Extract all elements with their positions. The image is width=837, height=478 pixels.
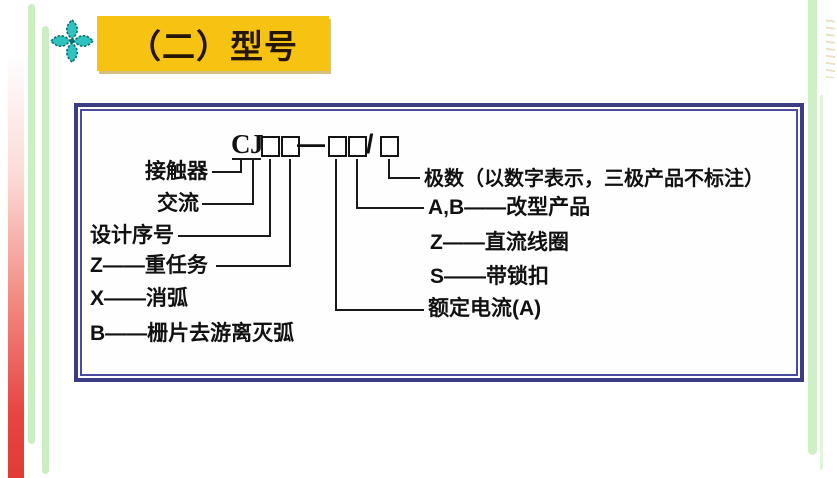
code-box-rated-current bbox=[328, 136, 347, 157]
left-green-stripe-inner bbox=[42, 26, 49, 474]
label-arc-extinguishing: X——消弧 bbox=[90, 287, 189, 310]
code-box-poles bbox=[380, 136, 399, 157]
title-banner: （二）型号 bbox=[97, 16, 329, 71]
left-red-stripe bbox=[8, 52, 24, 478]
diagram-frame-inner-border bbox=[80, 109, 798, 376]
label-contactor: 接触器 bbox=[145, 160, 208, 183]
page-title: （二）型号 bbox=[128, 27, 298, 65]
label-design-serial: 设计序号 bbox=[90, 224, 174, 247]
label-rated-current: 额定电流(A) bbox=[428, 297, 542, 320]
code-dash: — bbox=[297, 128, 325, 159]
label-latch: S——带锁扣 bbox=[430, 265, 550, 288]
diagram-frame bbox=[74, 103, 804, 382]
code-box-duty-suffix bbox=[281, 136, 300, 157]
code-box-design-serial bbox=[261, 136, 280, 157]
code-letter-c: C bbox=[231, 129, 251, 159]
label-heavy-duty: Z——重任务 bbox=[90, 254, 208, 277]
clover-icon bbox=[49, 18, 95, 64]
code-box-variant bbox=[348, 136, 367, 157]
label-modified-product: A,B——改型产品 bbox=[428, 196, 591, 219]
left-green-stripe-outer bbox=[28, 4, 35, 444]
code-letter-j: J bbox=[250, 129, 264, 159]
label-ac-current: 交流 bbox=[157, 192, 199, 215]
label-dc-coil: Z——直流线圈 bbox=[430, 231, 569, 254]
right-green-stripe bbox=[808, 0, 817, 455]
right-green-stripe-faint bbox=[820, 95, 823, 470]
right-edge-marks bbox=[826, 16, 835, 78]
label-pole-count: 极数（以数字表示，三极产品不标注） bbox=[424, 168, 764, 190]
code-slash: / bbox=[366, 129, 374, 159]
label-grid-deionization: B——栅片去游离灭弧 bbox=[90, 322, 295, 345]
